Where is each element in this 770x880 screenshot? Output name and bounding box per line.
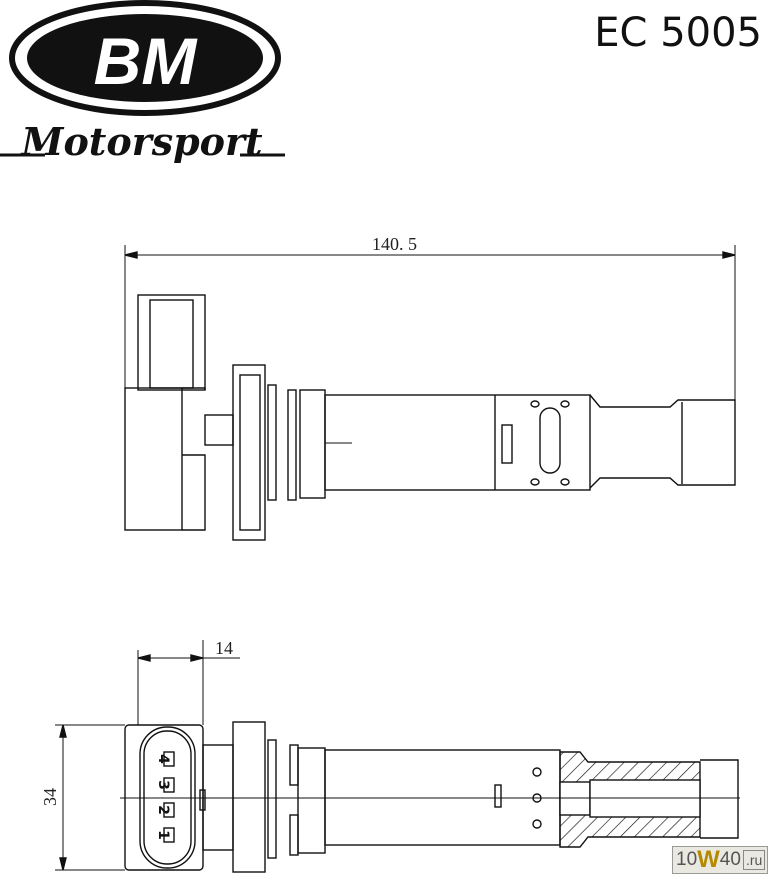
watermark-tld: .ru xyxy=(742,850,766,870)
side-view xyxy=(55,640,740,873)
watermark-suffix: 40 xyxy=(719,849,741,870)
svg-text:BM: BM xyxy=(94,24,199,98)
svg-text:Motorsport: Motorsport xyxy=(19,119,263,164)
pin-label-1: 1 xyxy=(155,830,171,840)
watermark-prefix: 10 xyxy=(676,849,698,870)
pin-label-4: 4 xyxy=(155,754,171,764)
bm-motorsport-logo: BM Motorsport xyxy=(0,0,285,164)
length-dimension-label: 140. 5 xyxy=(372,234,417,254)
top-view xyxy=(124,245,736,541)
height-dimension-label: 34 xyxy=(40,788,60,806)
watermark-w: W xyxy=(697,846,720,873)
pin-label-2: 2 xyxy=(155,805,171,815)
part-number: EC 5005 xyxy=(594,10,762,56)
offset-dimension-label: 14 xyxy=(215,638,233,658)
pin-label-3: 3 xyxy=(155,780,171,790)
